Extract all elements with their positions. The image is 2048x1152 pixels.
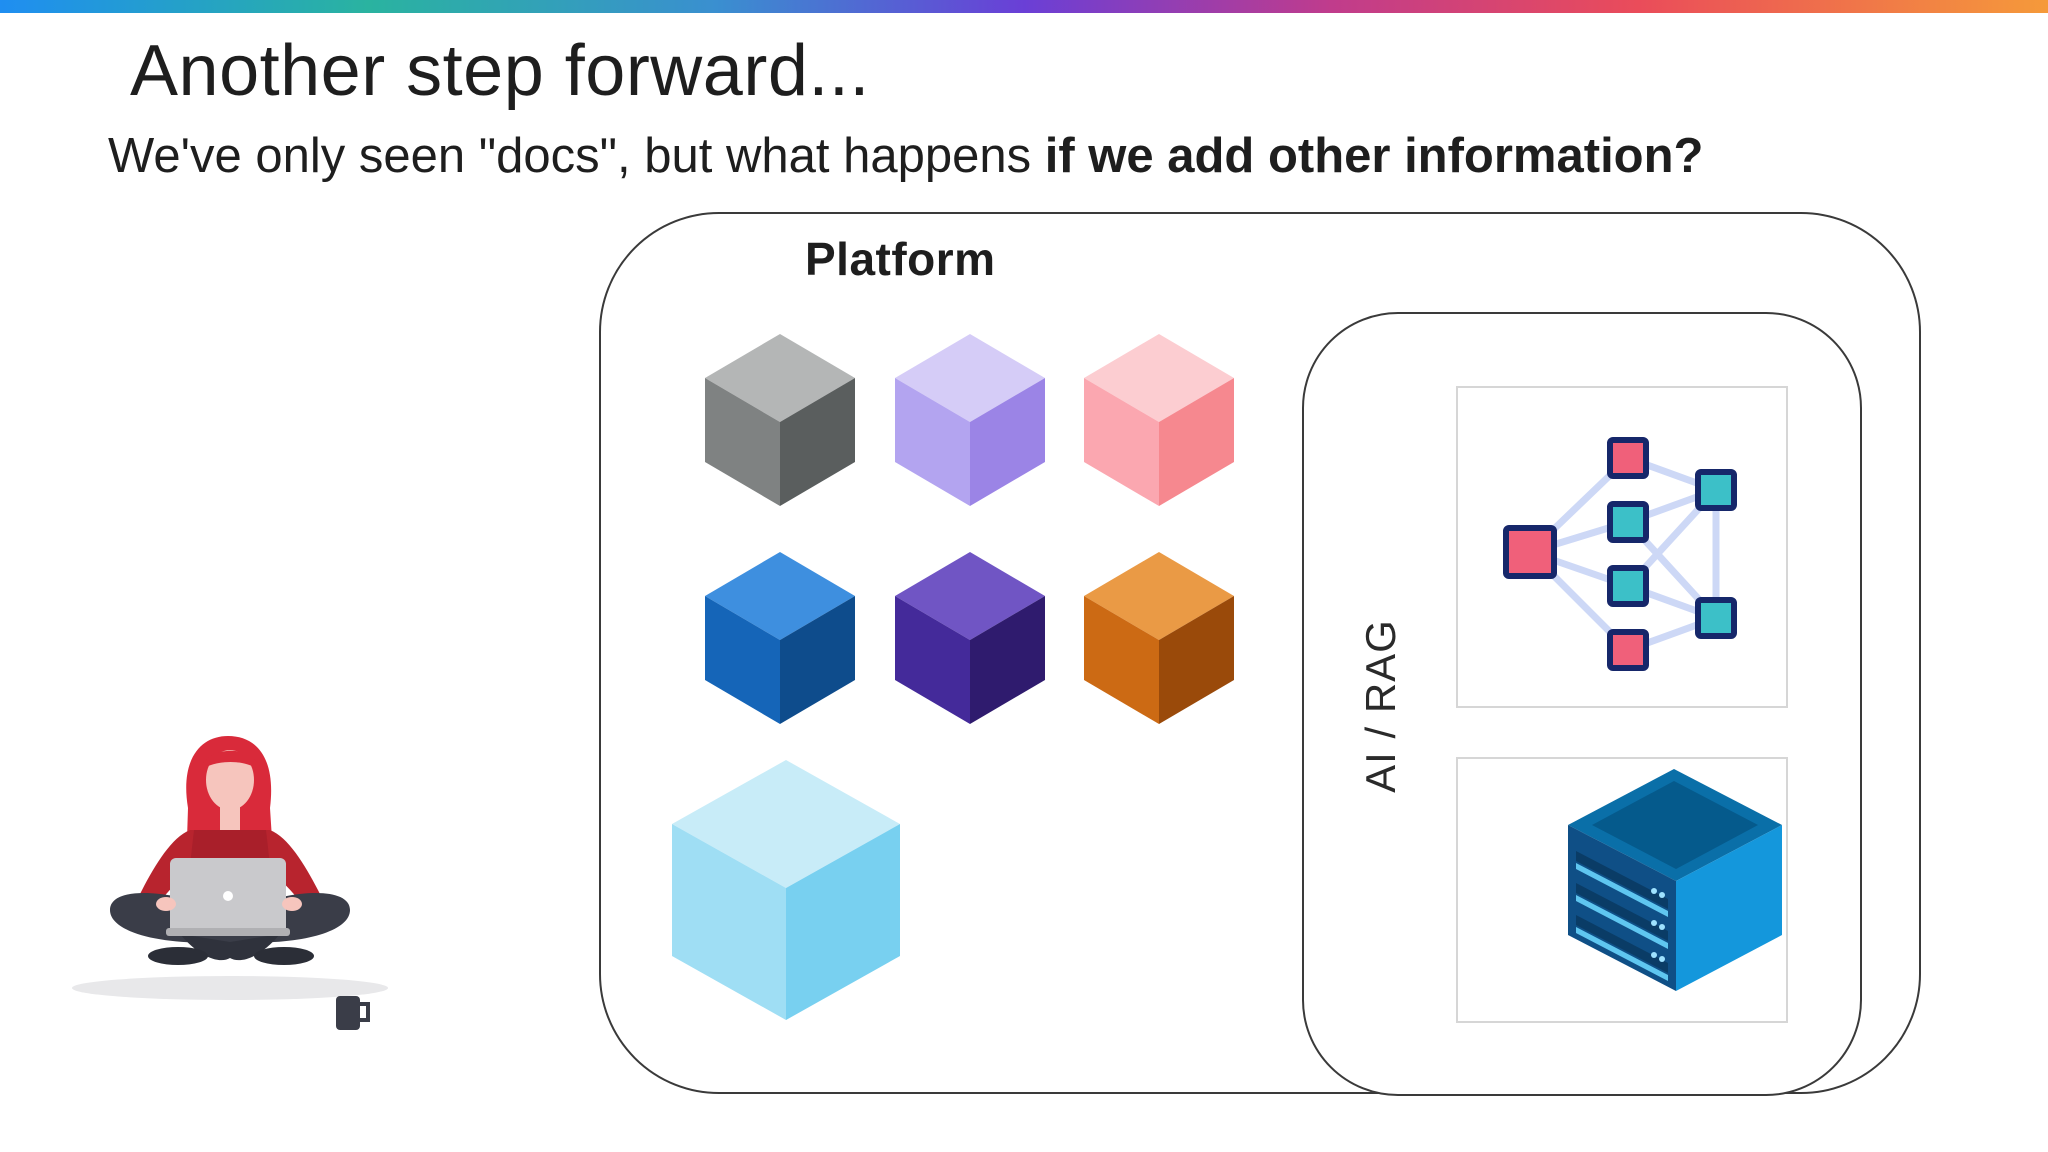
orange-cube-icon <box>1084 552 1234 724</box>
lavender-cube-icon <box>895 334 1045 506</box>
floor-shadow <box>72 976 388 1000</box>
purple-cube-icon <box>895 552 1045 724</box>
platform-label: Platform <box>805 233 996 285</box>
subtitle-text: We've only seen "docs", but what happens <box>108 129 1045 183</box>
light-blue-cube-icon <box>672 760 900 1020</box>
ai-rag-label: AI / RAG <box>1357 619 1404 793</box>
knowledge-graph-panel <box>1456 386 1788 708</box>
server-database-icon <box>1568 769 1782 991</box>
gray-cube-icon <box>705 334 855 506</box>
slide-subtitle: We've only seen "docs", but what happens… <box>108 128 1703 184</box>
mug-icon <box>336 996 360 1030</box>
slide-title: Another step forward... <box>130 31 870 111</box>
accent-gradient-bar <box>0 0 2048 13</box>
person-with-laptop-illustration <box>72 736 388 1030</box>
knowledge-graph-icon <box>1503 437 1737 671</box>
subtitle-emphasis: if we add other information? <box>1044 129 1704 183</box>
vector-database-panel <box>1456 757 1788 1023</box>
blue-cube-icon <box>705 552 855 724</box>
pink-cube-icon <box>1084 334 1234 506</box>
platform-container <box>599 212 1921 1094</box>
